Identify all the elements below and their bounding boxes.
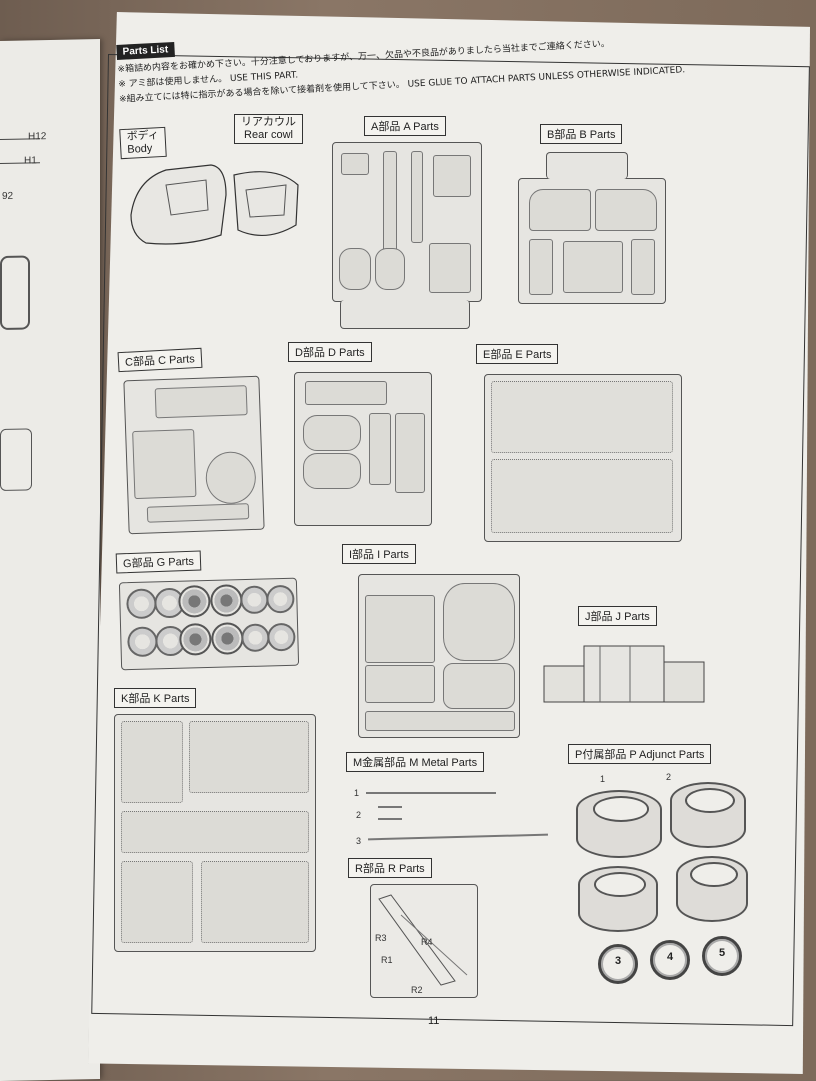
b-parts-top: [546, 152, 628, 179]
p-parts-label: P付属部品 P Adjunct Parts: [568, 744, 712, 764]
r-parts-drawing: [378, 894, 468, 986]
tire-rear-right: [676, 856, 748, 922]
part-ref-92: 92: [2, 190, 14, 203]
tire-front-right: [578, 866, 658, 932]
d-parts-sprue: [294, 372, 432, 526]
e-parts-sprue: [484, 374, 682, 542]
rear-cowl-label: リアカウル Rear cowl: [234, 114, 303, 144]
metal-rod-1: [366, 792, 496, 794]
i-parts-sprue: [358, 574, 520, 738]
e-parts-label: E部品 E Parts: [476, 344, 559, 364]
g-parts-label: G部品 G Parts: [115, 550, 202, 574]
metal-pin-2a: [378, 806, 402, 808]
r-parts-label: R部品 R Parts: [348, 858, 432, 878]
c-parts-sprue: [123, 375, 265, 535]
body-shell-drawing: [130, 164, 299, 245]
b-parts-label: B部品 B Parts: [540, 124, 623, 144]
j-parts-label: J部品 J Parts: [578, 606, 657, 626]
ring-badge-4: 4: [650, 940, 690, 980]
b-parts-sprue: [518, 178, 666, 304]
j-parts-chassis-drawing: [543, 645, 705, 703]
ring-badge-3: 3: [598, 944, 638, 984]
a-parts-stand: [340, 300, 470, 329]
page-number: 11: [428, 1015, 440, 1027]
adjunct-part-1-number: 1: [600, 774, 606, 784]
part-ref-h1: H1: [24, 155, 37, 167]
k-parts-sprue: [114, 714, 316, 952]
left-page-fragment: H12 H1 92: [0, 38, 100, 1081]
tire-rear-left: [670, 782, 746, 848]
part-fragment: [0, 428, 32, 492]
metal-part-3-number: 3: [356, 836, 362, 846]
tire-front-left: [576, 790, 662, 858]
r-part-2-label: R2: [411, 985, 423, 995]
g-parts-sprue: [118, 577, 300, 671]
a-parts-sprue: [332, 142, 482, 302]
adjunct-part-2-number: 2: [666, 772, 672, 782]
i-parts-label: I部品 I Parts: [342, 544, 416, 564]
ring-badge-5: 5: [702, 936, 742, 976]
tire-fragment: [0, 255, 30, 331]
part-ref-h12: H12: [28, 131, 47, 143]
r-part-1-label: R1: [381, 955, 393, 965]
metal-part-2-number: 2: [356, 810, 362, 820]
parts-list-title: Parts List: [116, 41, 175, 60]
r-part-4-label: R4: [421, 937, 433, 947]
d-parts-label: D部品 D Parts: [288, 342, 372, 362]
metal-part-1-number: 1: [354, 788, 360, 798]
m-parts-label: M金属部品 M Metal Parts: [346, 752, 485, 772]
r-parts-sheet: R1 R2 R3 R4: [370, 884, 478, 998]
metal-pin-2b: [378, 818, 402, 820]
k-parts-label: K部品 K Parts: [114, 688, 197, 708]
r-part-3-label: R3: [375, 933, 387, 943]
a-parts-label: A部品 A Parts: [364, 116, 446, 136]
